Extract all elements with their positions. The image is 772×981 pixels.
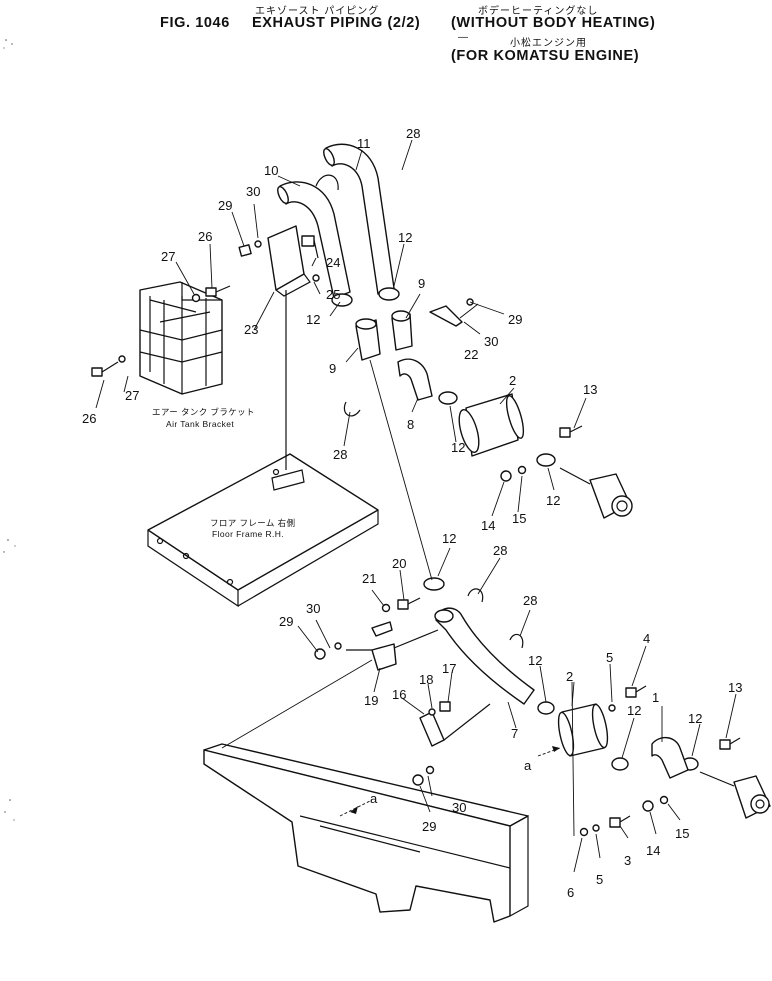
callout-14-lower: 14 xyxy=(646,843,660,858)
callout-26-left: 26 xyxy=(82,411,96,426)
callout-22: 22 xyxy=(464,347,478,362)
adapters-9 xyxy=(355,310,413,361)
callout-11: 11 xyxy=(357,136,371,151)
callout-9-left: 9 xyxy=(329,361,336,376)
callout-29-lower: 29 xyxy=(422,819,436,834)
leader-lines xyxy=(95,139,737,873)
callout-30-right: 30 xyxy=(484,334,498,349)
figure-title: EXHAUST PIPING (2/2) xyxy=(252,15,421,31)
callout-30-mid: 30 xyxy=(306,601,320,616)
elbow-1 xyxy=(651,737,689,779)
callout-27-lower: 27 xyxy=(125,388,139,403)
callout-24: 24 xyxy=(326,255,340,270)
figure-variant: (WITHOUT BODY HEATING) xyxy=(451,15,656,31)
callout-1: 1 xyxy=(652,690,659,705)
callout-15-upper: 15 xyxy=(512,511,526,526)
callout-21: 21 xyxy=(362,571,376,586)
callout-13-lower: 13 xyxy=(728,680,742,695)
caption-air-tank-jp: エアー タンク ブラケット xyxy=(152,407,255,417)
figure-number: FIG. 1046 xyxy=(160,15,230,31)
bracket-19 xyxy=(221,597,439,749)
figure-engine: (FOR KOMATSU ENGINE) xyxy=(451,48,640,64)
callout-12-c: 12 xyxy=(451,440,465,455)
callout-17: 17 xyxy=(442,661,456,676)
callout-numbers: 1 2 2 3 4 5 5 6 7 8 9 9 10 11 12 12 12 1… xyxy=(82,126,742,900)
ref-arrows xyxy=(339,746,561,817)
callout-12-b: 12 xyxy=(306,312,320,327)
callout-2-lower: 2 xyxy=(566,669,573,684)
callout-5-lower: 5 xyxy=(596,872,603,887)
caption-floor-jp: フロア フレーム 右側 xyxy=(210,518,295,528)
callout-3: 3 xyxy=(624,853,631,868)
callout-12-f: 12 xyxy=(528,653,542,668)
floor-frame-rh xyxy=(147,453,379,608)
turbo-outlet-upper xyxy=(559,467,633,519)
air-tank-bracket xyxy=(139,281,223,395)
callout-12-a: 12 xyxy=(398,230,412,245)
elbow-pipe-8 xyxy=(397,358,433,401)
callout-18: 18 xyxy=(419,672,433,687)
callout-6: 6 xyxy=(567,885,574,900)
scan-specks xyxy=(3,39,16,821)
main-frame-beam xyxy=(203,743,529,923)
callout-28-d: 28 xyxy=(523,593,537,608)
tailpipe-7 xyxy=(434,607,535,705)
callout-30-upper: 30 xyxy=(246,184,260,199)
dash-mark: — xyxy=(458,32,469,43)
callout-12-g: 12 xyxy=(627,703,641,718)
callout-12-d: 12 xyxy=(546,493,560,508)
callout-13-upper: 13 xyxy=(583,382,597,397)
callout-8: 8 xyxy=(407,417,414,432)
caption-floor-en: Floor Frame R.H. xyxy=(212,529,284,539)
u-bolts-28 xyxy=(315,174,524,649)
caption-air-tank-en: Air Tank Bracket xyxy=(166,419,234,429)
callout-29-upper-left: 29 xyxy=(218,198,232,213)
callout-4: 4 xyxy=(643,631,650,646)
callout-7: 7 xyxy=(511,726,518,741)
callout-25: 25 xyxy=(326,287,340,302)
callout-29-right: 29 xyxy=(508,312,522,327)
callout-19: 19 xyxy=(364,693,378,708)
callout-5-upper: 5 xyxy=(606,650,613,665)
callout-23: 23 xyxy=(244,322,258,337)
callout-2-upper: 2 xyxy=(509,373,516,388)
hardware-lower xyxy=(412,685,741,837)
hardware-upper xyxy=(91,235,583,482)
callout-28-b: 28 xyxy=(333,447,347,462)
turbo-outlet-lower xyxy=(699,771,771,819)
callout-29-mid: 29 xyxy=(279,614,293,629)
muffler-2-lower xyxy=(557,703,609,757)
callout-20: 20 xyxy=(392,556,406,571)
callout-10: 10 xyxy=(264,163,278,178)
callout-12-e: 12 xyxy=(442,531,456,546)
callout-26-right: 26 xyxy=(198,229,212,244)
callout-16: 16 xyxy=(392,687,406,702)
clamps-12 xyxy=(331,287,699,771)
bracket-23 xyxy=(267,225,311,470)
callout-12-h: 12 xyxy=(688,711,702,726)
callout-28-a: 28 xyxy=(406,126,420,141)
title-jp-exhaust: エキゾースト パイピング xyxy=(255,6,380,17)
callout-30-lower: 30 xyxy=(452,800,466,815)
bracket-16 xyxy=(419,701,491,747)
callout-9-right: 9 xyxy=(418,276,425,291)
callout-27-upper: 27 xyxy=(161,249,175,264)
callout-15-lower: 15 xyxy=(675,826,689,841)
title-jp-komatsu: 小松エンジン用 xyxy=(510,38,587,49)
support-rod xyxy=(369,359,433,581)
muffler-2-upper xyxy=(458,393,525,457)
title-jp-no-body-heating: ボデーヒーティングなし xyxy=(478,6,599,17)
callout-28-c: 28 xyxy=(493,543,507,558)
ref-a-lower: a xyxy=(370,791,378,806)
callout-14-upper: 14 xyxy=(481,518,495,533)
ref-a-upper: a xyxy=(524,758,532,773)
